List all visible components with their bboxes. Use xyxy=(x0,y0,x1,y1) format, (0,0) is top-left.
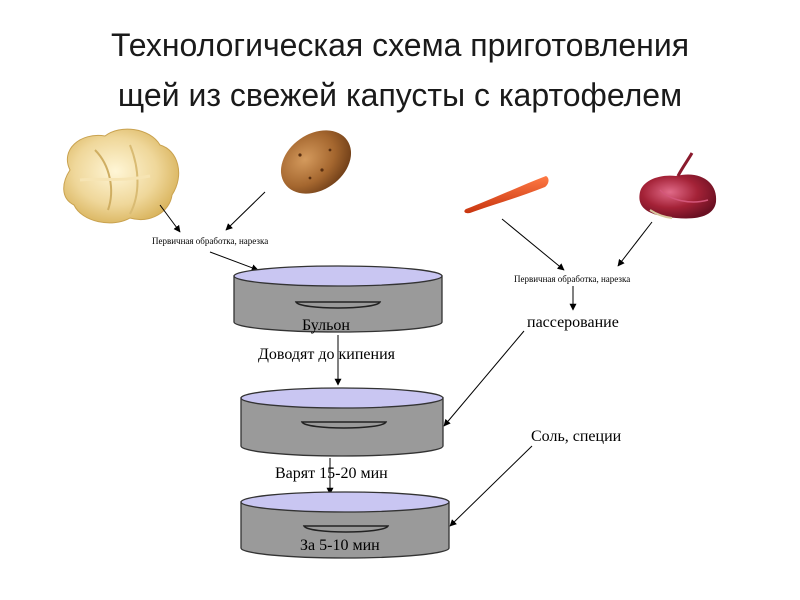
label-pot3: За 5-10 мин xyxy=(300,537,380,554)
title-line-1: Технологическая схема приготовления xyxy=(110,27,690,63)
page-title: Технологическая схема приготовления щей … xyxy=(0,20,800,120)
arrow-sauteing-to-pot2 xyxy=(443,330,525,427)
pot-1: Бульон xyxy=(233,265,443,334)
label-pot1: Бульон xyxy=(302,317,350,334)
label-sauteing: пассерование xyxy=(527,314,619,331)
label-boil: Доводят до кипения xyxy=(258,346,396,363)
label-primary-right: Первичная обработка, нарезка xyxy=(514,274,630,284)
pot-2 xyxy=(240,387,444,457)
arrow-potato xyxy=(225,191,266,231)
label-primary-left: Первичная обработка, нарезка xyxy=(152,236,268,246)
arrow-salt-to-pot3 xyxy=(449,445,533,527)
label-salt: Соль, специи xyxy=(531,428,622,445)
pot-3: За 5-10 мин xyxy=(240,491,450,559)
onion-image xyxy=(639,152,717,219)
cabbage-image xyxy=(63,128,180,224)
arrow-onion xyxy=(617,221,653,267)
carrot-image xyxy=(464,176,549,214)
arrow-cabbage xyxy=(159,204,181,233)
arrow-to-pot1 xyxy=(209,251,259,272)
label-cook: Варят 15-20 мин xyxy=(275,465,388,482)
title-line-2: щей из свежей капусты с картофелем xyxy=(117,77,683,113)
arrow-carrot xyxy=(501,218,565,271)
potato-image xyxy=(280,130,352,194)
